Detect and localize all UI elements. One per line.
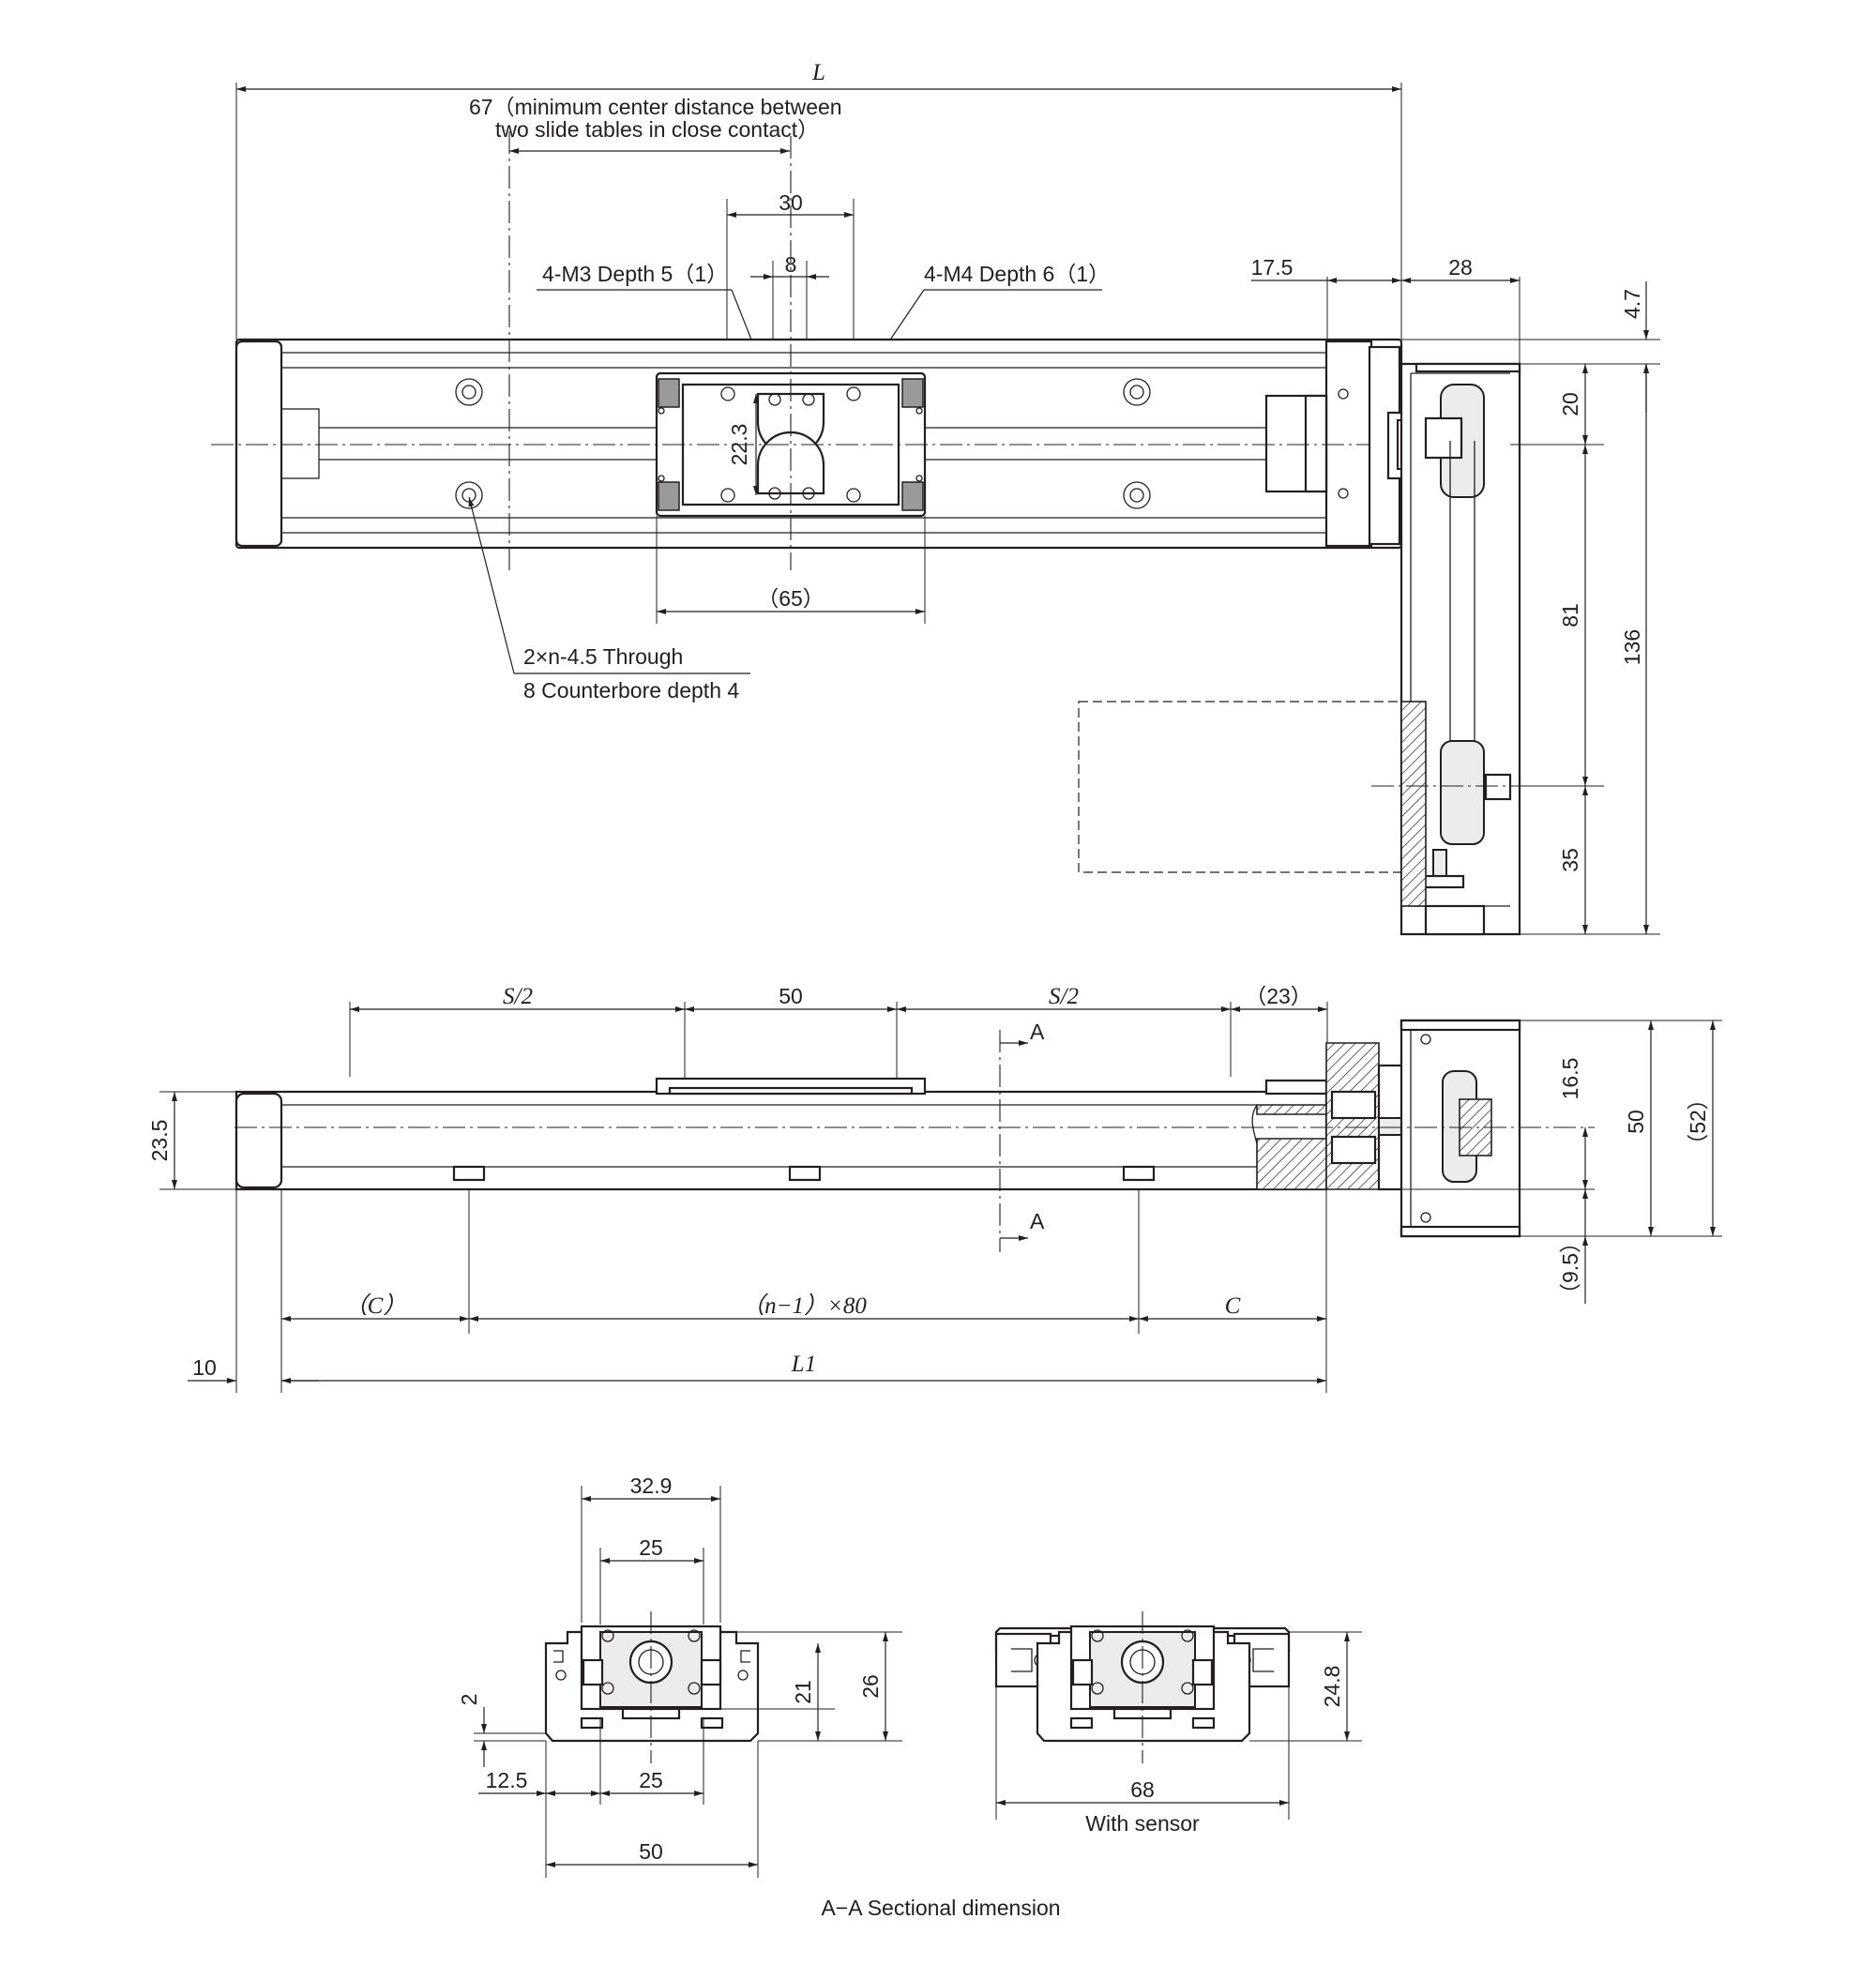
label-68: 68 <box>1130 1777 1155 1802</box>
side-view <box>159 1002 1722 1393</box>
section-title: A−A Sectional dimension <box>821 1896 1060 1920</box>
label-min-center: 67（minimum center distance between <box>469 95 842 119</box>
label-9-5: （9.5） <box>1558 1232 1582 1305</box>
end-block-right <box>1324 340 1373 548</box>
label-16-5: 16.5 <box>1558 1058 1582 1100</box>
label-min-center-2: two slide tables in close contact） <box>495 117 819 142</box>
label-28: 28 <box>1448 255 1473 280</box>
label-section-a-top: A <box>1030 1020 1045 1044</box>
label-25-bottom: 25 <box>639 1768 663 1792</box>
label-25-top: 25 <box>639 1535 663 1560</box>
label-20: 20 <box>1558 392 1582 416</box>
motor-bracket <box>1368 345 1521 936</box>
label-c-right: C <box>1225 1293 1241 1319</box>
label-L1: L1 <box>791 1352 816 1377</box>
label-32-9: 32.9 <box>630 1474 673 1498</box>
label-23: （23） <box>1245 984 1312 1008</box>
label-52: （52） <box>1686 1088 1710 1156</box>
label-35: 35 <box>1558 848 1582 872</box>
label-50-top: 50 <box>779 984 803 1008</box>
label-m3: 4-M3 Depth 5（1） <box>542 262 728 286</box>
label-section-a-bottom: A <box>1030 1209 1045 1233</box>
label-with-sensor: With sensor <box>1085 1811 1200 1836</box>
label-81: 81 <box>1558 603 1582 627</box>
label-4-7: 4.7 <box>1620 289 1644 319</box>
label-24-8: 24.8 <box>1320 1666 1344 1708</box>
top-view <box>211 83 1660 936</box>
label-21: 21 <box>791 1680 815 1704</box>
end-cap-left <box>234 340 283 548</box>
label-23-5: 23.5 <box>147 1120 172 1162</box>
dimension-labels: L 67（minimum center distance between two… <box>147 60 1710 1920</box>
label-50-side: 50 <box>1624 1110 1648 1134</box>
rail-side <box>234 1090 1328 1191</box>
label-pitch: （n−1）×80 <box>741 1292 867 1319</box>
label-30: 30 <box>779 190 803 215</box>
label-2: 2 <box>457 1694 481 1706</box>
section-left <box>474 1486 902 1878</box>
label-8: 8 <box>785 252 797 277</box>
label-L: L <box>811 60 825 85</box>
section-right-with-sensor <box>994 1611 1362 1820</box>
label-17-5: 17.5 <box>1251 255 1294 280</box>
label-through: 2×n-4.5 Through <box>523 644 683 669</box>
label-22-3: 22.3 <box>727 424 751 466</box>
label-50-bottom: 50 <box>639 1839 663 1864</box>
label-12-5: 12.5 <box>486 1768 528 1792</box>
label-counterbore: 8 Counterbore depth 4 <box>523 678 739 703</box>
label-s2-right: S/2 <box>1049 984 1079 1009</box>
label-c-left: （C） <box>344 1292 407 1319</box>
label-65: （65） <box>757 586 825 611</box>
label-m4: 4-M4 Depth 6（1） <box>924 262 1110 286</box>
label-s2-left: S/2 <box>503 984 533 1009</box>
motor-outline <box>1078 701 1402 873</box>
label-26: 26 <box>858 1674 883 1699</box>
label-136: 136 <box>1620 629 1644 665</box>
label-10: 10 <box>192 1355 217 1380</box>
